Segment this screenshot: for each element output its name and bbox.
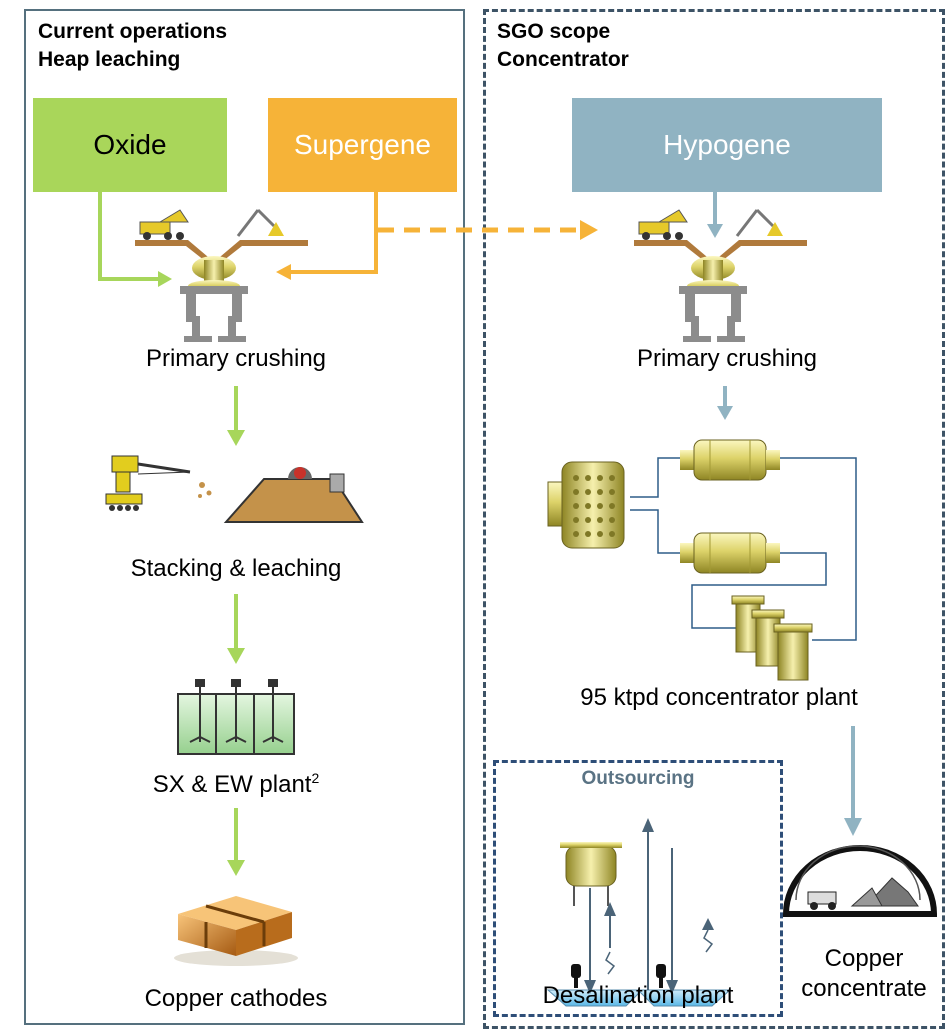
copper-concentrate-dome-icon xyxy=(782,845,938,917)
left-primary-crushing-label: Primary crushing xyxy=(145,345,327,372)
left-panel-title-line1: Current operations xyxy=(38,20,228,43)
hypogene-label: Hypogene xyxy=(663,129,791,160)
concentrate-arrowhead xyxy=(844,818,862,836)
heap-leaching-panel xyxy=(24,9,465,1025)
copper-concentrate-label: Copper concentrate xyxy=(786,944,942,1004)
sxew-plant-label: SX & EW plant2 xyxy=(84,770,388,799)
left-panel-title-line2: Heap leaching xyxy=(38,48,181,71)
sxew-tanks-icon xyxy=(177,679,295,755)
concentrator-piping xyxy=(630,457,857,641)
desalination-plant-icon xyxy=(546,818,732,1007)
sxew-footnote: 2 xyxy=(311,770,320,786)
heap-pile-icon xyxy=(223,467,364,523)
concentrator-plant-label: 95 ktpd concentrator plant xyxy=(580,684,858,711)
concentrator-panel xyxy=(483,9,945,1029)
desalination-plant-label: Desalination plant xyxy=(542,982,734,1009)
crushing-to-stacking-arrowhead xyxy=(227,430,245,446)
outsourcing-panel xyxy=(493,760,783,1017)
stacker-icon xyxy=(105,455,212,511)
copper-cathodes-label: Copper cathodes xyxy=(144,985,328,1012)
copper-concentrate-line2: concentrate xyxy=(801,975,927,1002)
supergene-dashed-arrowhead xyxy=(580,220,598,240)
ball-mill-icon-upper xyxy=(680,439,780,481)
supergene-ore-box: Supergene xyxy=(268,98,457,192)
ball-mill-icon-lower xyxy=(680,532,780,574)
oxide-label: Oxide xyxy=(93,129,167,160)
copper-concentrate-line1: Copper xyxy=(824,945,904,972)
hypogene-ore-box: Hypogene xyxy=(572,98,882,192)
left-panel-title: Current operations Heap leaching xyxy=(38,18,227,74)
flotation-cells-icon xyxy=(731,595,813,681)
outsourcing-title: Outsourcing xyxy=(581,768,695,789)
primary-crusher-icon-left xyxy=(135,208,308,342)
right-panel-title: SGO scope Concentrator xyxy=(497,18,629,74)
stacking-leaching-label: Stacking & leaching xyxy=(130,555,342,582)
right-primary-crushing-label: Primary crushing xyxy=(636,345,818,372)
supergene-arrowhead xyxy=(276,264,291,280)
crushing-to-mill-arrowhead xyxy=(717,406,733,420)
sag-mill-icon xyxy=(547,461,625,549)
right-panel-title-line2: Concentrator xyxy=(497,48,629,71)
right-panel-title-line1: SGO scope xyxy=(497,20,611,43)
copper-cathodes-icon xyxy=(174,896,298,966)
oxide-arrowhead xyxy=(158,271,172,287)
supergene-to-crusher-arrow xyxy=(290,192,378,274)
sxew-to-cathodes-arrowhead xyxy=(227,860,245,876)
stacking-to-sxew-arrowhead xyxy=(227,648,245,664)
primary-crusher-icon-right xyxy=(634,208,807,342)
supergene-label: Supergene xyxy=(293,129,431,160)
sxew-plant-text: SX & EW plant xyxy=(152,771,312,798)
hypogene-arrowhead xyxy=(707,224,723,238)
oxide-to-crusher-arrow xyxy=(98,192,160,281)
oxide-ore-box: Oxide xyxy=(33,98,227,192)
